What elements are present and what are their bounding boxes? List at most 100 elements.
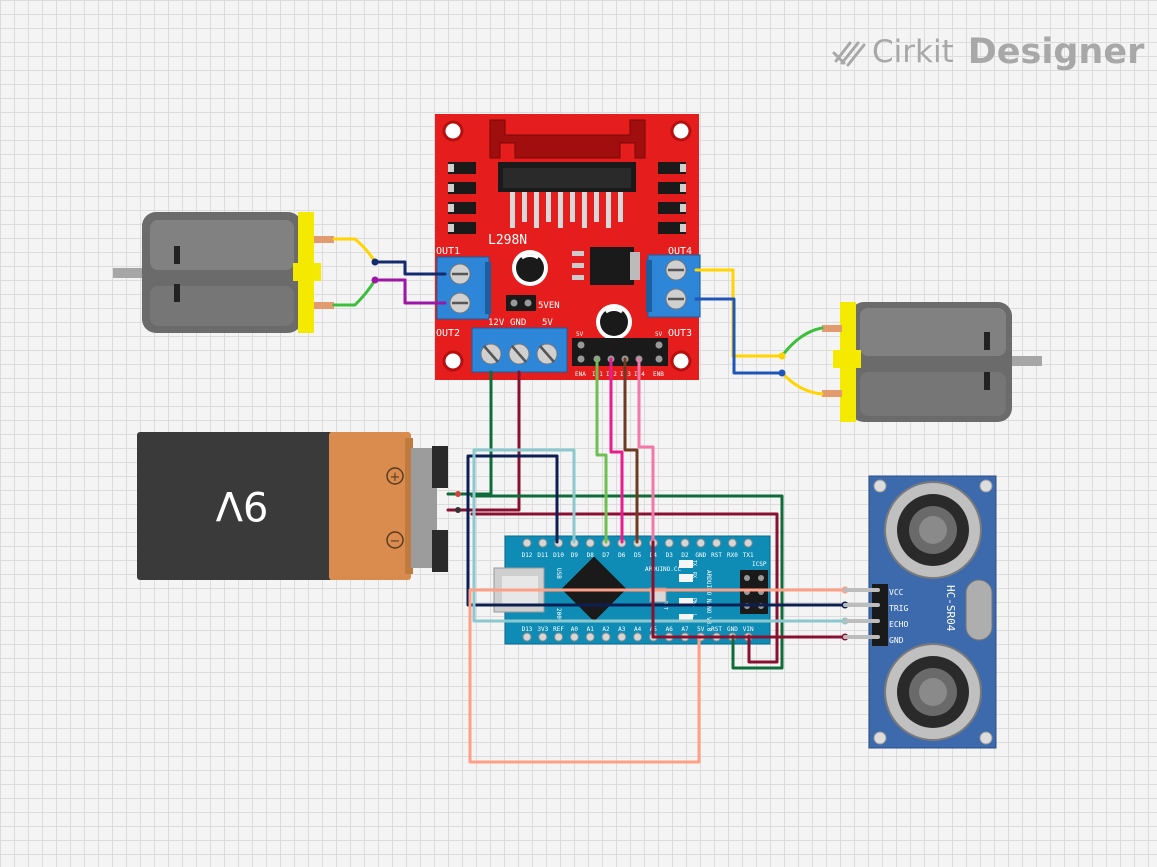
battery-minus-label: − [390, 534, 401, 549]
wire-motor-left-b[interactable] [332, 278, 377, 307]
nano-pin-label: GND [727, 626, 738, 633]
wire-vin[interactable] [470, 492, 784, 670]
wire-out4-a[interactable] [694, 268, 784, 358]
motor-left-shaft [113, 268, 145, 278]
wire-battery-minus-gnd[interactable] [446, 370, 521, 512]
nano-pin-pad[interactable] [569, 632, 579, 642]
icsp-header[interactable] [740, 570, 768, 614]
nano-pin-pad[interactable] [664, 538, 674, 548]
label-out4: OUT4 [668, 246, 692, 257]
dc-motor-left[interactable] [113, 212, 334, 333]
tx-label: TX [691, 560, 697, 566]
battery-minus-snap [432, 530, 448, 572]
heatsink [489, 119, 646, 159]
nano-pin-pad[interactable] [601, 632, 611, 642]
mount-hole [670, 120, 692, 142]
label-5v: 5V [542, 318, 553, 328]
wire-motor-left-a[interactable] [332, 237, 377, 264]
motor-right-shade [860, 372, 1006, 416]
label-5v-left: 5V [576, 331, 584, 338]
nano-pin-label: A0 [571, 626, 579, 633]
nano-pin-pad[interactable] [538, 632, 548, 642]
motor-right-terminal-b[interactable] [822, 390, 842, 397]
sensor-pin-leads [843, 588, 880, 639]
l298n-driver-board[interactable]: L298N 5VEN OUT1 OUT2 OUT4 OUT3 [435, 114, 701, 380]
motor-right-highlight [860, 308, 1006, 356]
motor-left-terminal-b[interactable] [314, 302, 334, 309]
nano-pin-pad[interactable] [554, 632, 564, 642]
nano-pin-pad[interactable] [522, 632, 532, 642]
sensor-pin-gnd: GND [889, 636, 904, 645]
nano-pin-pad[interactable] [633, 632, 643, 642]
wire-battery-plus-12v[interactable] [446, 370, 493, 496]
wire-in3-d5[interactable] [623, 357, 639, 544]
model-label: ARDUINO NANO V3.0 [705, 570, 712, 632]
wire-vcc-5v[interactable] [468, 588, 847, 764]
sensor-header[interactable] [872, 584, 888, 646]
brand-logo: Cirkit Designer [832, 28, 1144, 76]
nano-pin-label: D3 [666, 552, 674, 559]
icsp-label: ICSP [752, 561, 767, 568]
nano-pin-label: D6 [618, 552, 626, 559]
nano-pin-pad[interactable] [727, 538, 737, 548]
label-gnd: GND [510, 318, 526, 328]
wire-endpoint [455, 491, 461, 497]
nano-pin-label: A3 [618, 626, 626, 633]
nano-pin-pad[interactable] [538, 538, 548, 548]
terminal-out1-out2[interactable] [436, 256, 491, 320]
motor-left-slot [174, 284, 180, 302]
mount-hole [979, 731, 993, 745]
nano-pin-pad[interactable] [680, 538, 690, 548]
wire-junction [778, 369, 786, 377]
motor-left-terminal-a[interactable] [314, 236, 334, 243]
nano-pin-pad[interactable] [617, 632, 627, 642]
nano-pin-pad[interactable] [522, 538, 532, 548]
terminal-power[interactable] [471, 327, 568, 373]
nano-pin-pad[interactable] [585, 538, 595, 548]
jumper-5ven[interactable] [506, 295, 536, 311]
tx-led [679, 560, 693, 568]
brand-label: ARDUINO.CC [645, 566, 682, 573]
mount-hole [873, 731, 887, 745]
nano-pin-pad[interactable] [696, 538, 706, 548]
nano-pin-label: REF [553, 626, 564, 633]
nano-pin-label: D2 [681, 552, 689, 559]
hc-sr04-sensor[interactable]: HC-SR04 VCC TRIG ECHO GND [868, 475, 997, 749]
l-led [679, 614, 693, 622]
nano-pin-label: A2 [602, 626, 610, 633]
wire-motor-right-b[interactable] [780, 371, 824, 396]
wire-in2-d6[interactable] [609, 357, 624, 544]
battery-9v[interactable]: + − 9V [137, 432, 448, 580]
voltage-regulator [572, 247, 640, 285]
wire-in1-d7[interactable] [595, 357, 608, 544]
wire-out1-b[interactable] [373, 278, 447, 305]
dc-motor-right[interactable] [822, 302, 1042, 422]
battery-band [329, 432, 411, 580]
battery-plus-ring [386, 467, 404, 485]
battery-body [137, 432, 333, 580]
battery-voltage-label: 9V [215, 482, 268, 528]
l-label: L [691, 614, 697, 617]
wire-trig-d10[interactable] [466, 454, 847, 607]
wire-in4-d4[interactable] [637, 357, 655, 544]
nano-pin-pad[interactable] [585, 632, 595, 642]
wire-out1-a[interactable] [373, 260, 447, 276]
wire-echo-d9[interactable] [472, 448, 847, 623]
wire-out4-b[interactable] [694, 297, 784, 375]
wire-gnd-nano[interactable] [470, 512, 779, 664]
nano-pin-label: A1 [587, 626, 595, 633]
mount-hole [873, 479, 887, 493]
nano-pin-pad[interactable] [712, 538, 722, 548]
control-header[interactable] [572, 338, 668, 366]
label-out3: OUT3 [668, 328, 692, 339]
wire-motor-right-a[interactable] [780, 326, 824, 358]
pwr-led [679, 598, 693, 606]
terminal-out3-out4[interactable] [646, 254, 701, 318]
nano-pin-pad[interactable] [743, 538, 753, 548]
motor-left-slot [174, 246, 180, 264]
nano-pin-label: D10 [553, 552, 564, 559]
nano-pin-label: 5V [697, 626, 705, 633]
motor-right-terminal-a[interactable] [822, 325, 842, 332]
mount-hole [442, 120, 464, 142]
wire-gnd-sensor[interactable] [651, 540, 847, 639]
